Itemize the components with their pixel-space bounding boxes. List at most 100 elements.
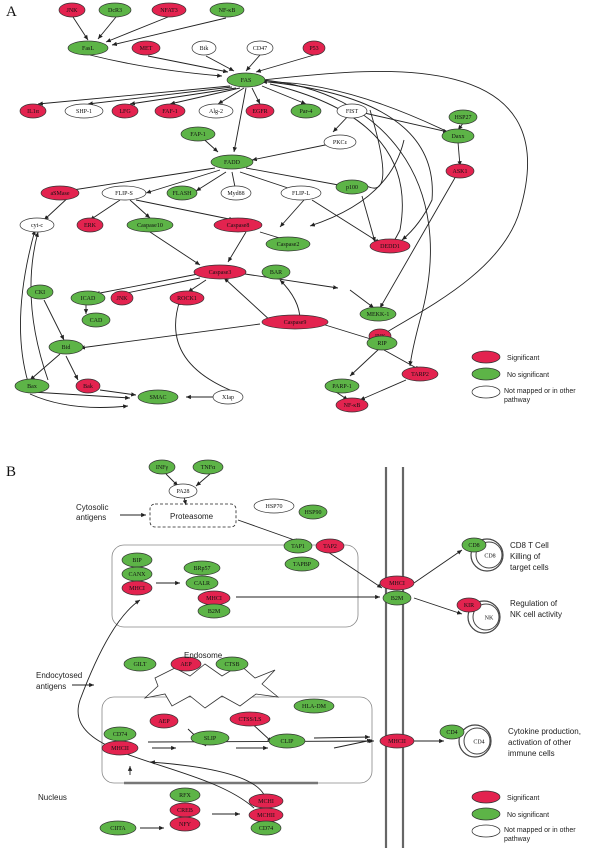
pathway-a-node-label-8: P53 <box>309 46 318 52</box>
pathway-b-node-4: HSP90 <box>298 504 328 520</box>
pathway-b-node-label-34: CIITA <box>110 826 126 832</box>
pathway-b-node-label-31: RFX <box>179 793 191 799</box>
pathway-b-node-shape-26 <box>190 730 230 746</box>
pathway-a-node-shape-13 <box>154 103 186 119</box>
pathway-b-node-label-32: CREB <box>177 808 193 814</box>
legend-a-notmapped: Not mapped or in other pathway <box>504 388 576 404</box>
pathway-b-node-7: MHCI <box>121 580 153 596</box>
pathway-b-node-37: CD74 <box>250 820 282 836</box>
pathway-b-node-label-12: TAP1 <box>291 544 305 550</box>
pathway-a-node-shape-52 <box>137 389 179 405</box>
pathway-a-node-shape-5 <box>131 40 161 56</box>
panel-b-label: B <box>6 464 16 480</box>
pathway-b-node-label-6: CANX <box>128 572 146 578</box>
pathway-a-node-41: MEKK-1 <box>359 306 397 322</box>
pathway-a-node-label-46: Bid <box>62 345 71 351</box>
pathway-a-node-7: CD47 <box>246 40 274 56</box>
pathway-a-node-11: SHP-1 <box>64 103 104 119</box>
endosome-label: Endosome <box>184 651 223 660</box>
pathway-b-node-17: CD8 <box>461 537 487 553</box>
pathway-a-node-47: RIP <box>366 335 398 351</box>
pathway-b-node-8: BRp57 <box>183 560 221 576</box>
pathway-a-node-22: FADD <box>210 154 254 170</box>
pathway-b-node-35: MCHI <box>248 793 284 809</box>
pathway-a-node-label-51: TARP2 <box>411 372 429 378</box>
pathway-a-node-51: TARP2 <box>401 366 439 382</box>
cd4-text-line3: immune cells <box>508 749 555 758</box>
pathway-b-node-shape-28 <box>101 740 139 756</box>
pathway-b-node-shape-1 <box>192 459 224 475</box>
pathway-b-node-shape-12 <box>283 538 313 554</box>
pathway-b-node-shape-30 <box>439 724 465 740</box>
pathway-b-node-13: TAP2 <box>315 538 345 554</box>
pathway-b-node-6: CANX <box>121 566 153 582</box>
pathway-b-node-shape-24 <box>149 713 179 729</box>
pathway-b-node-label-21: CTSB <box>224 662 239 668</box>
pathway-b-node-1: TNFα <box>192 459 224 475</box>
pathway-a-node-label-33: Caspase8 <box>227 223 250 229</box>
pathway-b-node-14: TAPBP <box>284 556 320 572</box>
legend-panel-a: Significant No significant Not mapped or… <box>471 350 576 404</box>
pathway-a-node-label-42: CKI <box>35 290 45 296</box>
pathway-a-node-shape-0 <box>58 2 86 18</box>
pathway-a-node-14: Alg-2 <box>198 103 234 119</box>
pathway-b-node-shape-13 <box>315 538 345 554</box>
pathway-b-node-29: MHCII <box>379 733 415 749</box>
pathway-a-node-label-39: JNK <box>116 296 128 302</box>
pathway-a-node-shape-50 <box>75 378 101 394</box>
pathway-a-node-label-20: PKCε <box>333 140 348 146</box>
pathway-a-node-shape-1 <box>98 2 132 18</box>
pathway-a-node-52: SMAC <box>137 389 179 405</box>
pathway-b-node-25: CTSS/LS <box>229 711 271 727</box>
pathway-a-node-label-7: CD47 <box>253 46 267 52</box>
pathway-a-node-shape-2 <box>151 2 187 18</box>
pathway-a-node-shape-9 <box>226 72 266 88</box>
pathway-b-node-label-20: AEP <box>180 662 192 668</box>
pathway-a-node-0: JNK <box>58 2 86 18</box>
pathway-a-node-label-47: RIP <box>377 341 387 347</box>
pathway-a-node-5: MET <box>131 40 161 56</box>
pathway-a-node-42: CKI <box>26 284 54 300</box>
pathway-b-node-label-11: B2M <box>208 609 221 615</box>
pathway-b-node-label-10: MHCI <box>206 596 222 602</box>
pathway-a-node-label-10: IL1α <box>27 109 40 115</box>
texts-panel-b: Cytosolic antigens Proteasome Endosome E… <box>36 503 581 802</box>
pathway-a-node-35: DEDD1 <box>369 238 411 254</box>
pathway-a-node-label-15: EGFR <box>252 109 267 115</box>
pathway-a-node-label-26: Myd88 <box>227 191 244 197</box>
pathway-b-node-3: HSP70 <box>253 498 295 514</box>
pathway-a-node-shape-45 <box>261 314 329 330</box>
panel-a-label: A <box>6 4 17 20</box>
pathway-b-node-19: GILT <box>123 656 157 672</box>
pathway-b-node-label-16: B2M <box>391 596 404 602</box>
proteasome-label: Proteasome <box>170 512 214 521</box>
pathway-a-node-18: HSP27 <box>448 109 478 125</box>
pathway-a-node-shape-20 <box>323 134 357 150</box>
pathway-b-node-5: BIP <box>121 552 153 568</box>
pathway-b-node-shape-21 <box>215 656 249 672</box>
pathway-a-node-label-41: MEKK-1 <box>367 312 390 318</box>
pathway-b-node-0: INFγ <box>148 459 176 475</box>
pathway-a-node-48: PARP-1 <box>324 378 360 394</box>
legend-b-nosig: No significant <box>507 812 549 819</box>
legend-a-nosig-swatch <box>471 367 501 381</box>
pathway-b-node-label-29: MHCII <box>388 739 406 745</box>
pathway-b-node-24: AEP <box>149 713 179 729</box>
pathway-a-node-50: Bak <box>75 378 101 394</box>
pathway-a-node-31: ERK <box>76 217 104 233</box>
cell-nk-label: NK <box>485 615 494 621</box>
pathway-a-node-27: FLIP-L <box>280 185 322 201</box>
pathway-a-node-shape-16 <box>290 103 322 119</box>
legend-b-notmapped-wrap: Not mapped or in other pathway <box>504 827 576 843</box>
cytosolic-antigens-line1: Cytosolic <box>76 503 108 512</box>
pathway-a-node-label-17: FIST <box>346 109 359 115</box>
pathway-b-node-shape-37 <box>250 820 282 836</box>
pathway-b-node-28: MHCII <box>101 740 139 756</box>
pathway-b-node-label-26: SLIP <box>204 736 217 742</box>
pathway-b-node-shape-0 <box>148 459 176 475</box>
pathway-a-node-shape-41 <box>359 306 397 322</box>
pathway-a-node-19: FAP-1 <box>180 126 216 142</box>
pathway-b-node-label-35: MCHI <box>258 799 274 805</box>
pathway-a-node-label-19: FAP-1 <box>190 132 206 138</box>
